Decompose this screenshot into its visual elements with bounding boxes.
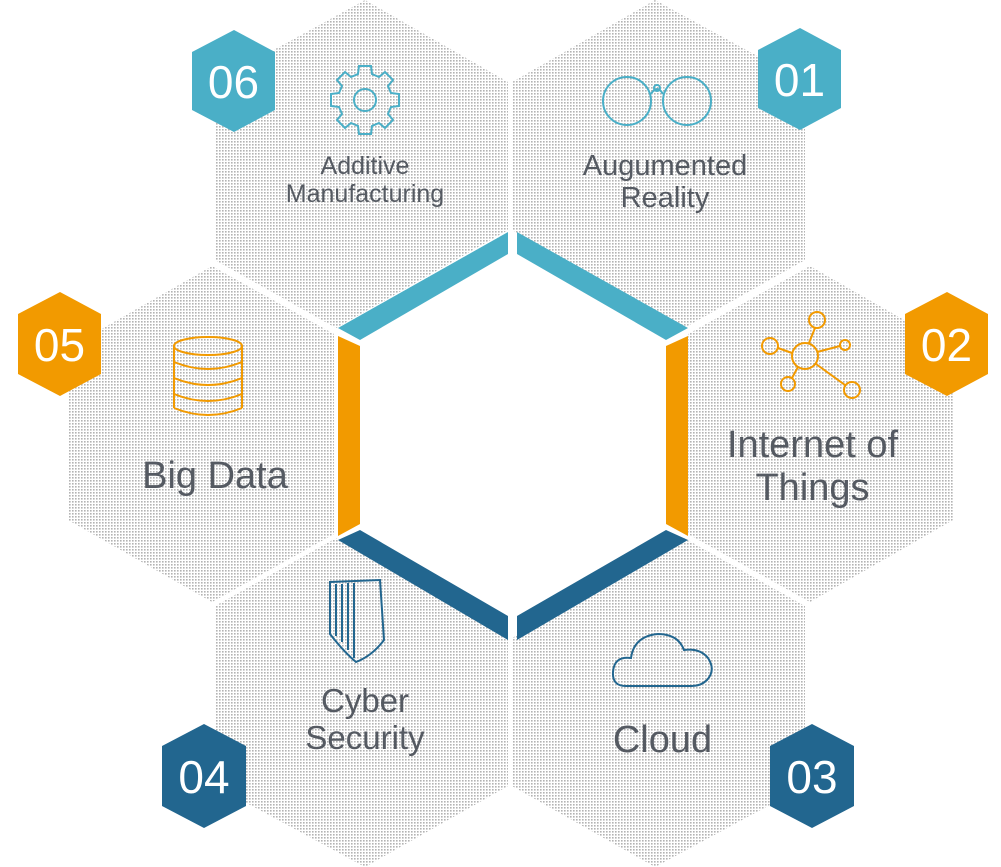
number-hex-05 xyxy=(18,292,101,396)
frame-left xyxy=(338,336,360,536)
tile-cyber-security xyxy=(215,538,508,867)
tile-additive-manufacturing xyxy=(215,0,508,328)
label-line-2: Reality xyxy=(620,182,710,215)
segment-number-01: 01 xyxy=(773,54,826,106)
label-line-1: Augumented xyxy=(582,150,748,182)
label-line-1: Internet of xyxy=(726,424,899,466)
tile-cloud xyxy=(512,538,805,867)
label-line-2: Security xyxy=(305,718,425,756)
label-big-data: Big Data xyxy=(110,455,320,498)
label-augmented-reality: Augumented Reality xyxy=(550,150,780,215)
number-hex-03 xyxy=(770,724,854,828)
tile-big-data xyxy=(68,266,334,602)
gear-icon xyxy=(330,65,400,135)
network-nodes-icon xyxy=(761,311,861,399)
label-line-2: Manufacturing xyxy=(285,180,445,208)
segment-number-03: 03 xyxy=(786,751,838,803)
shield-icon xyxy=(329,578,386,664)
number-hex-01 xyxy=(758,28,841,130)
segment-number-02: 02 xyxy=(920,319,973,371)
label-cloud: Cloud xyxy=(565,719,760,762)
label-line-1: Cloud xyxy=(612,719,713,761)
number-hex-04 xyxy=(162,724,246,828)
number-hex-06 xyxy=(192,30,275,132)
tile-internet-of-things xyxy=(688,266,953,602)
number-hex-02 xyxy=(905,292,988,396)
frame-top-left xyxy=(338,232,508,340)
tile-augmented-reality xyxy=(512,0,805,328)
cloud-icon xyxy=(611,632,713,687)
label-additive-manufacturing: Additive Manufacturing xyxy=(255,152,475,208)
frame-top-right xyxy=(517,232,688,340)
segment-number-04: 04 xyxy=(178,751,230,803)
frame-bottom-right xyxy=(517,530,688,640)
label-line-1: Additive xyxy=(320,152,410,180)
segment-number-06: 06 xyxy=(207,56,260,108)
database-icon xyxy=(173,336,243,416)
label-line-1: Cyber xyxy=(320,682,410,719)
label-internet-of-things: Internet of Things xyxy=(700,424,925,509)
label-line-1: Big Data xyxy=(142,455,288,497)
frame-bottom-left xyxy=(338,530,508,640)
frame-right xyxy=(666,336,688,536)
glasses-icon xyxy=(602,76,712,126)
label-line-2: Things xyxy=(755,466,870,509)
label-cyber-security: Cyber Security xyxy=(270,682,460,757)
segment-number-05: 05 xyxy=(33,319,86,371)
